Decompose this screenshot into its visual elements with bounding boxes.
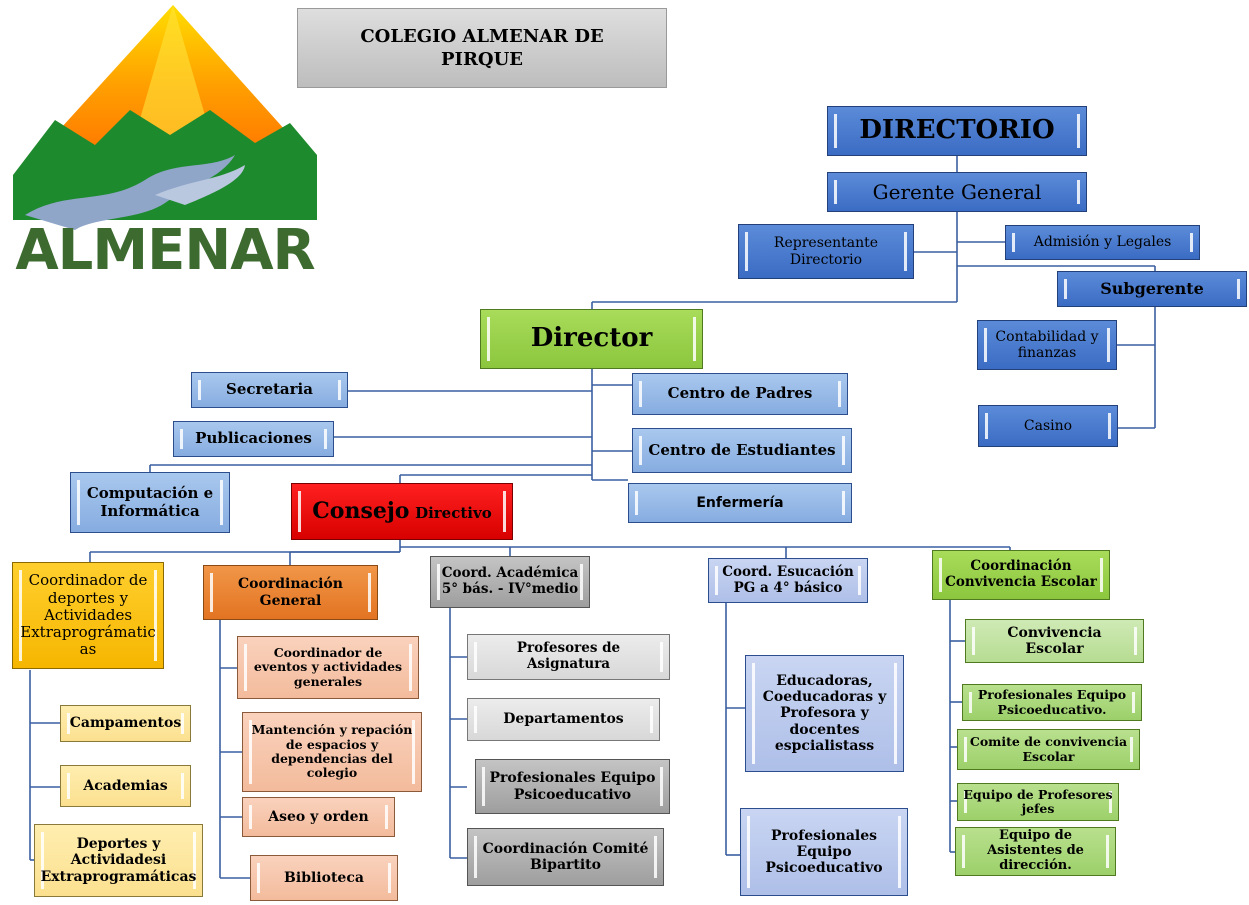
node-computacion-informatica: Computación e Informática [70, 472, 230, 533]
node-casino: Casino [978, 405, 1118, 447]
node-comite-convivencia: Comite de convivencia Escolar [957, 729, 1140, 770]
node-campamentos: Campamentos [60, 705, 191, 742]
node-coord-academica: Coord. Académica 5° bás. - IV°medio [430, 556, 590, 608]
node-directorio: DIRECTORIO [827, 106, 1087, 156]
node-mantencion: Mantención y repación de espacios y depe… [242, 712, 422, 792]
node-coord-educacion: Coord. Esucación PG a 4° básico [708, 558, 868, 603]
node-departamentos: Departamentos [467, 698, 660, 741]
node-secretaria: Secretaria [191, 372, 348, 408]
node-enfermeria: Enfermería [628, 483, 852, 523]
node-admision-legales: Admisión y Legales [1005, 225, 1200, 260]
node-gerente-general: Gerente General [827, 172, 1087, 212]
node-profesionales-psico-convivencia: Profesionales Equipo Psicoeducativo. [962, 684, 1142, 721]
node-academias: Academias [60, 765, 191, 807]
node-consejo-directivo: Consejo Directivo [291, 483, 513, 540]
node-profesores-asignatura: Profesores de Asignatura [467, 634, 670, 680]
node-educadoras: Educadoras, Coeducadoras y Profesora y d… [745, 655, 904, 772]
node-coord-comite-bipartito: Coordinación Comité Bipartito [467, 828, 664, 886]
node-equipo-profesores-jefes: Equipo de Profesores jefes [957, 783, 1119, 821]
node-centro-estudiantes: Centro de Estudiantes [632, 428, 852, 473]
node-contabilidad-finanzas: Contabilidad y finanzas [977, 320, 1117, 370]
node-subgerente: Subgerente [1057, 271, 1247, 307]
node-convivencia-escolar: Convivencia Escolar [965, 619, 1144, 663]
node-director: Director [480, 309, 703, 369]
node-publicaciones: Publicaciones [173, 421, 334, 457]
node-coord-eventos: Coordinador de eventos y actividades gen… [237, 636, 419, 699]
node-profesionales-psico-educacion: Profesionales Equipo Psicoeducativo [740, 808, 908, 896]
logo-text: ALMENAR [15, 218, 315, 283]
node-coord-general: Coordinación General [203, 565, 378, 620]
node-equipo-asistentes: Equipo de Asistentes de dirección. [955, 827, 1116, 876]
node-representante-directorio: Representante Directorio [738, 224, 914, 279]
node-centro-padres: Centro de Padres [632, 373, 848, 415]
almenar-logo: ALMENAR [5, 5, 325, 280]
node-coord-convivencia: Coordinación Convivencia Escolar [932, 550, 1110, 600]
node-profesionales-psico-academica: Profesionales Equipo Psicoeducativo [475, 759, 670, 814]
node-aseo-orden: Aseo y orden [242, 797, 395, 837]
school-title: COLEGIO ALMENAR DE PIRQUE [297, 8, 667, 88]
node-coord-deportes: Coordinador de deportes y Actividades Ex… [12, 562, 164, 669]
node-biblioteca: Biblioteca [250, 855, 398, 901]
node-deportes-actividades: Deportes y Actividadesi Extraprogramátic… [34, 824, 203, 897]
